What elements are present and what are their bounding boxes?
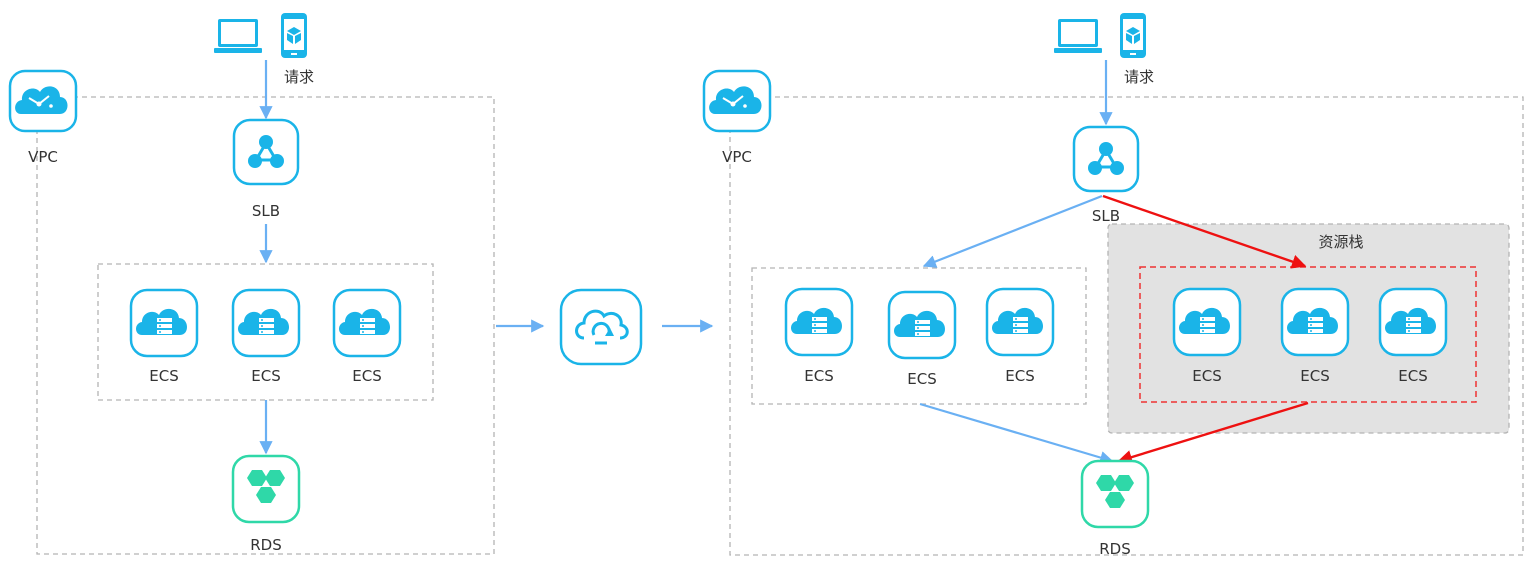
ecs-server-icon: [332, 288, 402, 358]
stack-to-rds-arrow: [1117, 401, 1309, 465]
ecs-label: ECS: [907, 370, 936, 388]
laptop-icon: [1054, 19, 1102, 53]
resource-stack-title: 资源栈: [1318, 233, 1363, 251]
slb-icon: [1072, 125, 1140, 193]
rds-label: RDS: [250, 536, 282, 554]
ecs-server-icon: [231, 288, 301, 358]
slb-icon: [232, 118, 300, 186]
vpc-label: VPC: [28, 148, 58, 166]
left-architecture: VPC 请求 SLB ECS ECS ECS RDS: [8, 13, 495, 555]
vpc-cloud-icon: [8, 69, 78, 133]
ros-cycle-icon: [559, 288, 643, 366]
request-label: 请求: [1124, 68, 1154, 86]
ecs-server-icon: [784, 287, 854, 357]
resource-stack-ecs-box: [1139, 266, 1477, 403]
ecs-label: ECS: [1398, 367, 1427, 385]
phone-icon: [281, 13, 307, 58]
request-label: 请求: [284, 68, 314, 86]
ecs-label: ECS: [149, 367, 178, 385]
ecs-group-box: [97, 263, 434, 401]
ecs-server-icon: [985, 287, 1055, 357]
ecs-server-icon: [1172, 287, 1242, 357]
ecs-server-icon: [129, 288, 199, 358]
transition: [496, 288, 714, 366]
rds-icon: [231, 454, 301, 524]
laptop-icon: [214, 19, 262, 53]
rds-label: RDS: [1099, 540, 1131, 558]
slb-to-stack-arrow: [1102, 194, 1307, 269]
slb-to-ecs-arrow: [922, 194, 1103, 268]
ecs-group-box: [751, 267, 1087, 405]
ecs-label: ECS: [1300, 367, 1329, 385]
vpc-cloud-icon: [702, 69, 772, 133]
phone-icon: [1120, 13, 1146, 58]
vpc-label: VPC: [722, 148, 752, 166]
slb-label: SLB: [1092, 207, 1120, 225]
ecs-server-icon: [1378, 287, 1448, 357]
ecs-server-icon: [1280, 287, 1350, 357]
ecs-label: ECS: [1005, 367, 1034, 385]
ecs-to-rds-arrow: [919, 402, 1114, 464]
rds-icon: [1080, 459, 1150, 529]
ecs-label: ECS: [1192, 367, 1221, 385]
ecs-server-icon: [887, 290, 957, 360]
ecs-label: ECS: [804, 367, 833, 385]
right-architecture: VPC 请求 SLB ECS ECS ECS 资源栈 ECS ECS ECS R…: [702, 13, 1524, 558]
ecs-label: ECS: [352, 367, 381, 385]
ecs-label: ECS: [251, 367, 280, 385]
slb-label: SLB: [252, 202, 280, 220]
vpc-boundary: [729, 96, 1524, 556]
